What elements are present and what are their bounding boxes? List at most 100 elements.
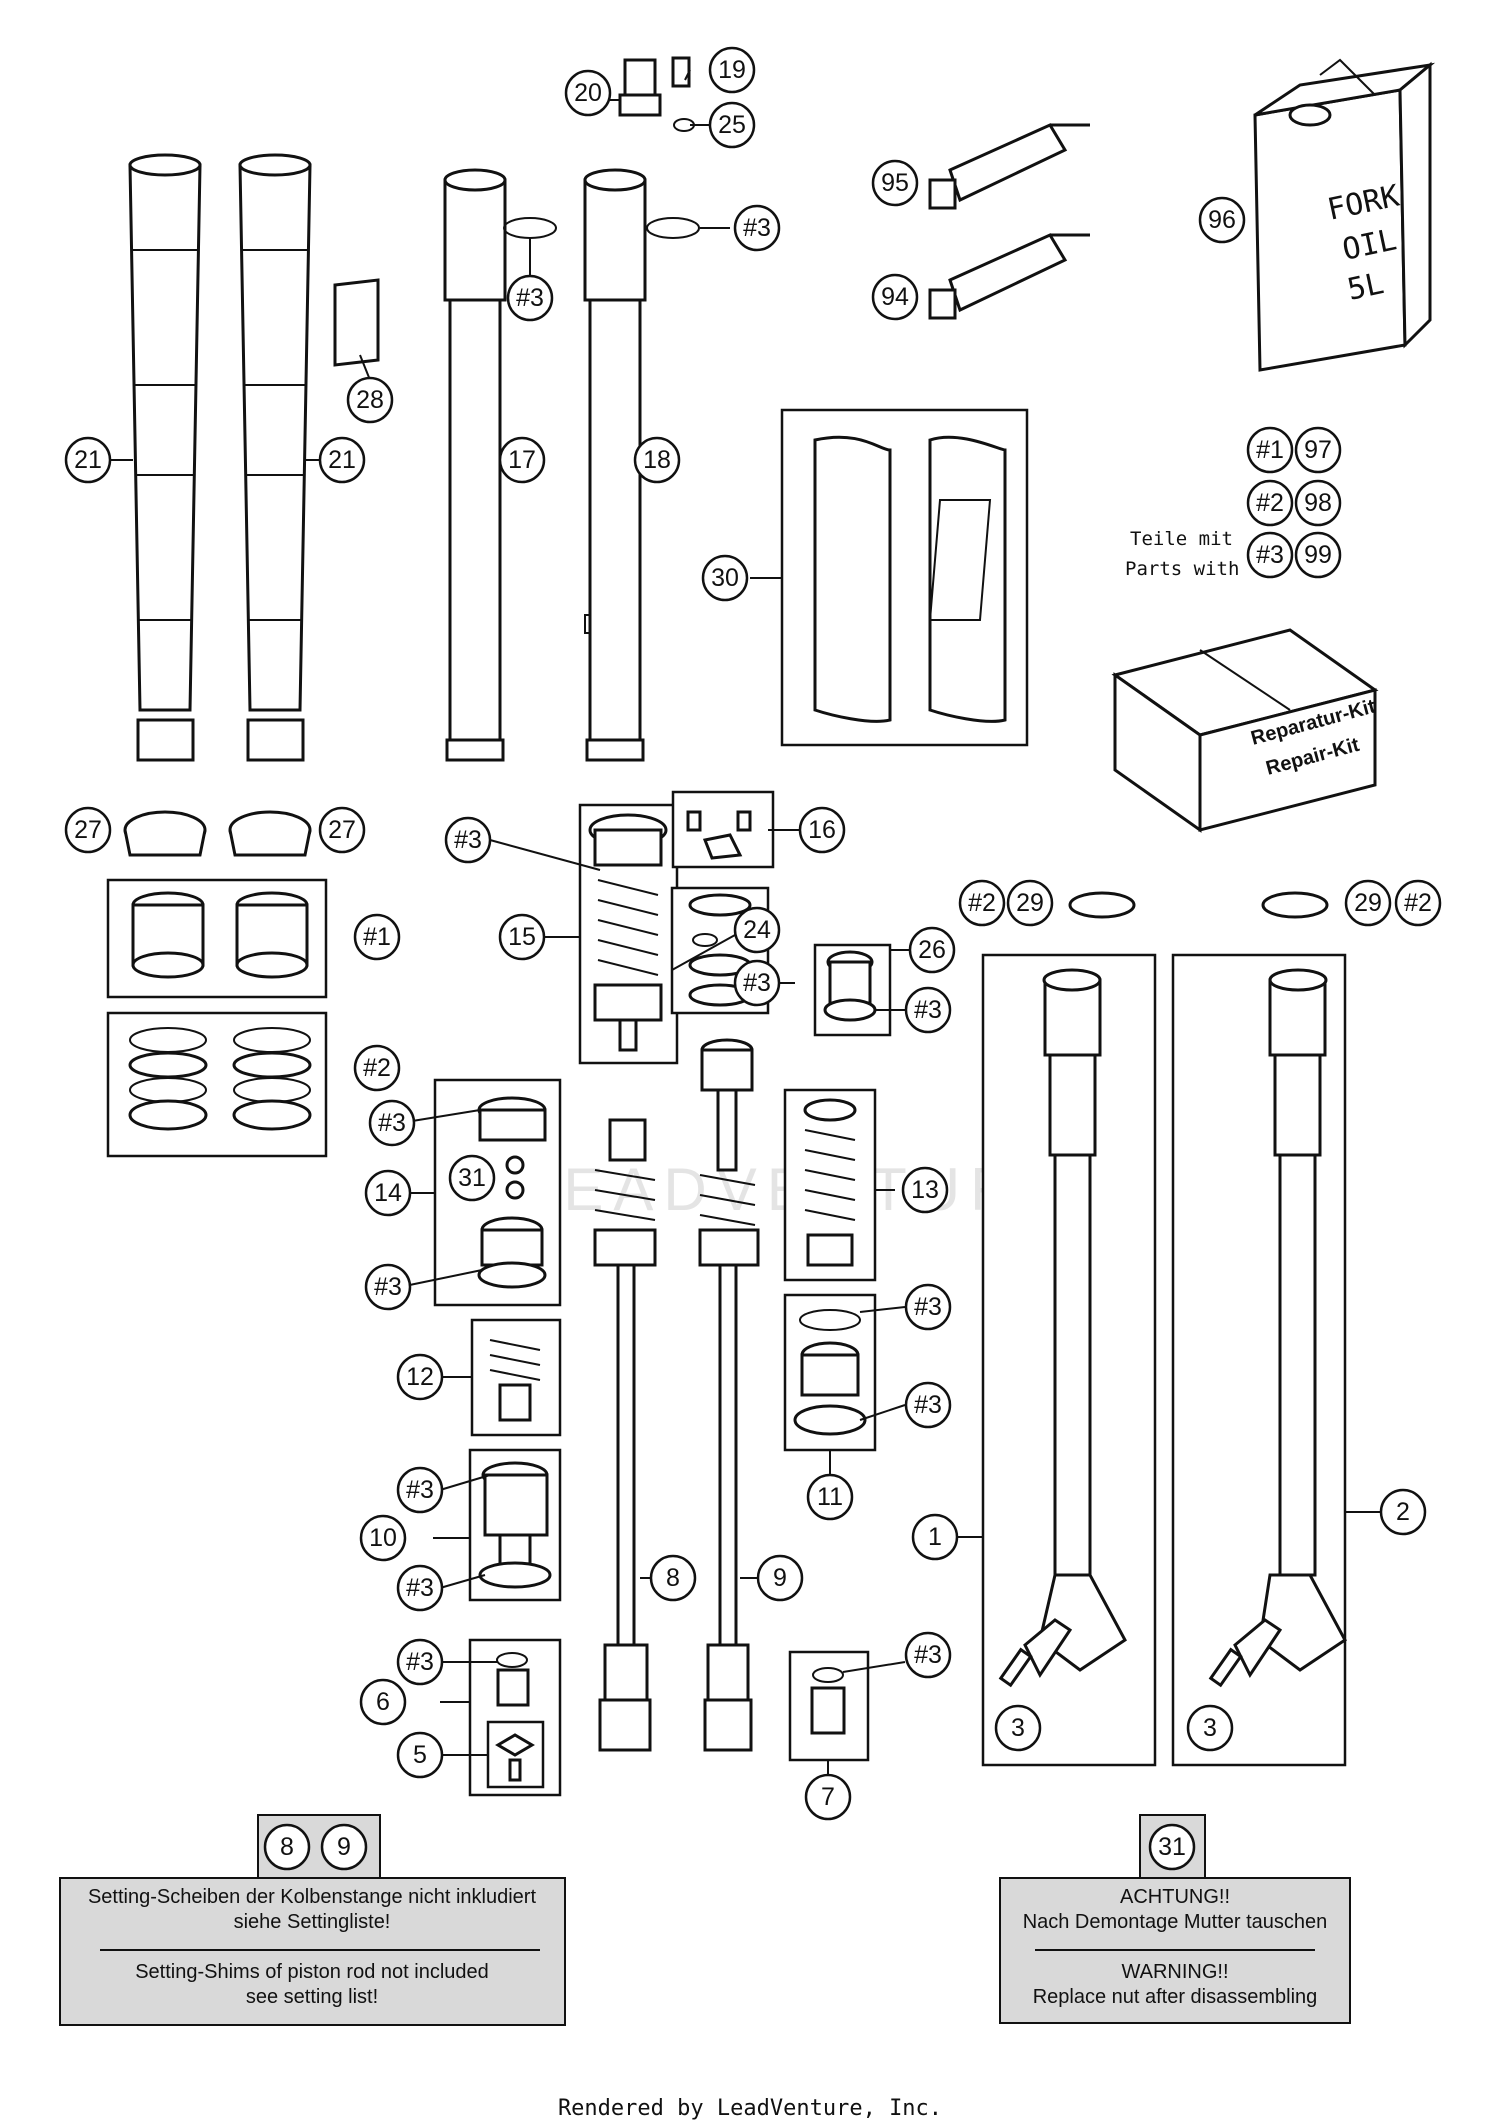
callout-3-fork2[interactable]: 3 — [1186, 1704, 1234, 1752]
inner-tube-17[interactable] — [443, 168, 507, 762]
callout-3-tube17[interactable]: #3 — [506, 274, 554, 322]
bushings-kit-1[interactable] — [131, 891, 309, 979]
callout-9[interactable]: 9 — [756, 1554, 804, 1602]
callout-15[interactable]: 15 — [498, 913, 546, 961]
compression-valve-14[interactable] — [477, 1096, 547, 1289]
callout-3-part26[interactable]: #3 — [904, 986, 952, 1034]
callout-11[interactable]: 11 — [806, 1473, 854, 1521]
o-ring-29-left[interactable] — [1068, 891, 1136, 919]
callout-19[interactable]: 19 — [708, 46, 756, 94]
adjuster-16[interactable] — [686, 810, 752, 860]
callout-1[interactable]: 1 — [911, 1513, 959, 1561]
spring-12[interactable] — [489, 1339, 541, 1422]
valve-6[interactable] — [496, 1652, 530, 1707]
note-callout-31[interactable]: 31 — [1148, 1823, 1196, 1871]
callout-3-tube18[interactable]: #3 — [733, 204, 781, 252]
callout-18[interactable]: 18 — [633, 436, 681, 484]
callout-25[interactable]: 25 — [708, 101, 756, 149]
svg-text:#3: #3 — [374, 1273, 402, 1301]
callout-2-oring-left[interactable]: #2 — [958, 879, 1006, 927]
callout-13[interactable]: 13 — [901, 1166, 949, 1214]
svg-text:3: 3 — [1011, 1714, 1025, 1742]
callout-2-kit98[interactable]: #2 — [1246, 479, 1294, 527]
callout-21-right[interactable]: 21 — [318, 436, 366, 484]
callout-29-left[interactable]: 29 — [1006, 879, 1054, 927]
callout-3-part10-bottom[interactable]: #3 — [396, 1564, 444, 1612]
callout-2-oring-right[interactable]: #2 — [1394, 879, 1442, 927]
spring-cap-15[interactable] — [588, 813, 668, 1052]
callout-5[interactable]: 5 — [396, 1731, 444, 1779]
callout-3-part10-top[interactable]: #3 — [396, 1466, 444, 1514]
piston-rod-8[interactable] — [593, 1118, 657, 1752]
fork-cap-parts[interactable] — [618, 56, 695, 132]
guide-ring-27-left[interactable] — [123, 810, 207, 857]
outer-tube-2[interactable] — [1208, 968, 1347, 1688]
callout-31[interactable]: 31 — [448, 1154, 496, 1202]
fork-stickers[interactable] — [813, 435, 1007, 723]
callout-3-part14-top[interactable]: #3 — [368, 1099, 416, 1147]
callout-3-kit99[interactable]: #3 — [1246, 531, 1294, 579]
spring-13[interactable] — [803, 1098, 857, 1267]
note-callout-9[interactable]: 9 — [320, 1823, 368, 1871]
callout-6[interactable]: 6 — [359, 1678, 407, 1726]
callout-27-left[interactable]: 27 — [64, 806, 112, 854]
grease-tube-95[interactable] — [928, 123, 1090, 210]
guide-ring-27-right[interactable] — [228, 810, 312, 857]
svg-text:#3: #3 — [914, 1293, 942, 1321]
sticker-28[interactable] — [333, 278, 380, 367]
callout-14[interactable]: 14 — [364, 1169, 412, 1217]
callout-10[interactable]: 10 — [359, 1514, 407, 1562]
callout-12[interactable]: 12 — [396, 1353, 444, 1401]
fork-protector-right[interactable] — [238, 153, 312, 762]
callout-30[interactable]: 30 — [701, 554, 749, 602]
note-callout-8[interactable]: 8 — [263, 1823, 311, 1871]
inner-tube-18[interactable] — [583, 168, 647, 762]
callout-95[interactable]: 95 — [871, 159, 919, 207]
outer-tube-1[interactable] — [998, 968, 1127, 1688]
grease-tube-94[interactable] — [928, 233, 1090, 320]
fork-oil-can[interactable]: FORK OIL 5L — [1253, 58, 1436, 372]
valve-7[interactable] — [810, 1667, 846, 1735]
callout-98[interactable]: 98 — [1294, 479, 1342, 527]
callout-3-part14-bottom[interactable]: #3 — [364, 1263, 412, 1311]
callout-21-left[interactable]: 21 — [64, 436, 112, 484]
callout-3-part6[interactable]: #3 — [396, 1638, 444, 1686]
o-ring-29-right[interactable] — [1261, 891, 1329, 919]
note-nut-warning: 31 ACHTUNG!! Nach Demontage Mutter tausc… — [999, 1814, 1351, 2024]
callout-20[interactable]: 20 — [564, 69, 612, 117]
repair-kit-box[interactable]: Reparatur-Kit Repair-Kit — [1111, 628, 1379, 833]
callout-3-part7[interactable]: #3 — [904, 1631, 952, 1679]
callout-97[interactable]: 97 — [1294, 426, 1342, 474]
valve-11[interactable] — [793, 1309, 867, 1436]
svg-text:29: 29 — [1016, 889, 1044, 917]
callout-24[interactable]: 24 — [733, 906, 781, 954]
callout-16[interactable]: 16 — [798, 806, 846, 854]
callout-1-kit97[interactable]: #1 — [1246, 426, 1294, 474]
callout-96[interactable]: 96 — [1198, 196, 1246, 244]
base-valve-10[interactable] — [478, 1461, 552, 1589]
callout-2[interactable]: 2 — [1379, 1488, 1427, 1536]
callout-3-part11-top[interactable]: #3 — [904, 1283, 952, 1331]
bleeder-26[interactable] — [823, 950, 877, 1022]
callout-7[interactable]: 7 — [804, 1773, 852, 1821]
callout-29-right[interactable]: 29 — [1344, 879, 1392, 927]
callout-kit-1[interactable]: #1 — [353, 913, 401, 961]
callout-17[interactable]: 17 — [498, 436, 546, 484]
callout-26[interactable]: 26 — [908, 926, 956, 974]
callout-99[interactable]: 99 — [1294, 531, 1342, 579]
callout-3-fork1[interactable]: 3 — [994, 1704, 1042, 1752]
callout-8[interactable]: 8 — [649, 1554, 697, 1602]
callout-3-part24[interactable]: #3 — [733, 959, 781, 1007]
callout-kit-2[interactable]: #2 — [353, 1044, 401, 1092]
screw-5[interactable] — [495, 1733, 535, 1782]
callout-27-right[interactable]: 27 — [318, 806, 366, 854]
callout-94[interactable]: 94 — [871, 273, 919, 321]
piston-rod-9[interactable] — [698, 1038, 760, 1752]
callout-3-part15[interactable]: #3 — [444, 816, 492, 864]
seals-kit-2[interactable] — [128, 1027, 312, 1131]
fork-protector-left[interactable] — [128, 153, 202, 762]
svg-text:8: 8 — [280, 1833, 294, 1861]
callout-3-part11-bottom[interactable]: #3 — [904, 1381, 952, 1429]
callout-28[interactable]: 28 — [346, 376, 394, 424]
